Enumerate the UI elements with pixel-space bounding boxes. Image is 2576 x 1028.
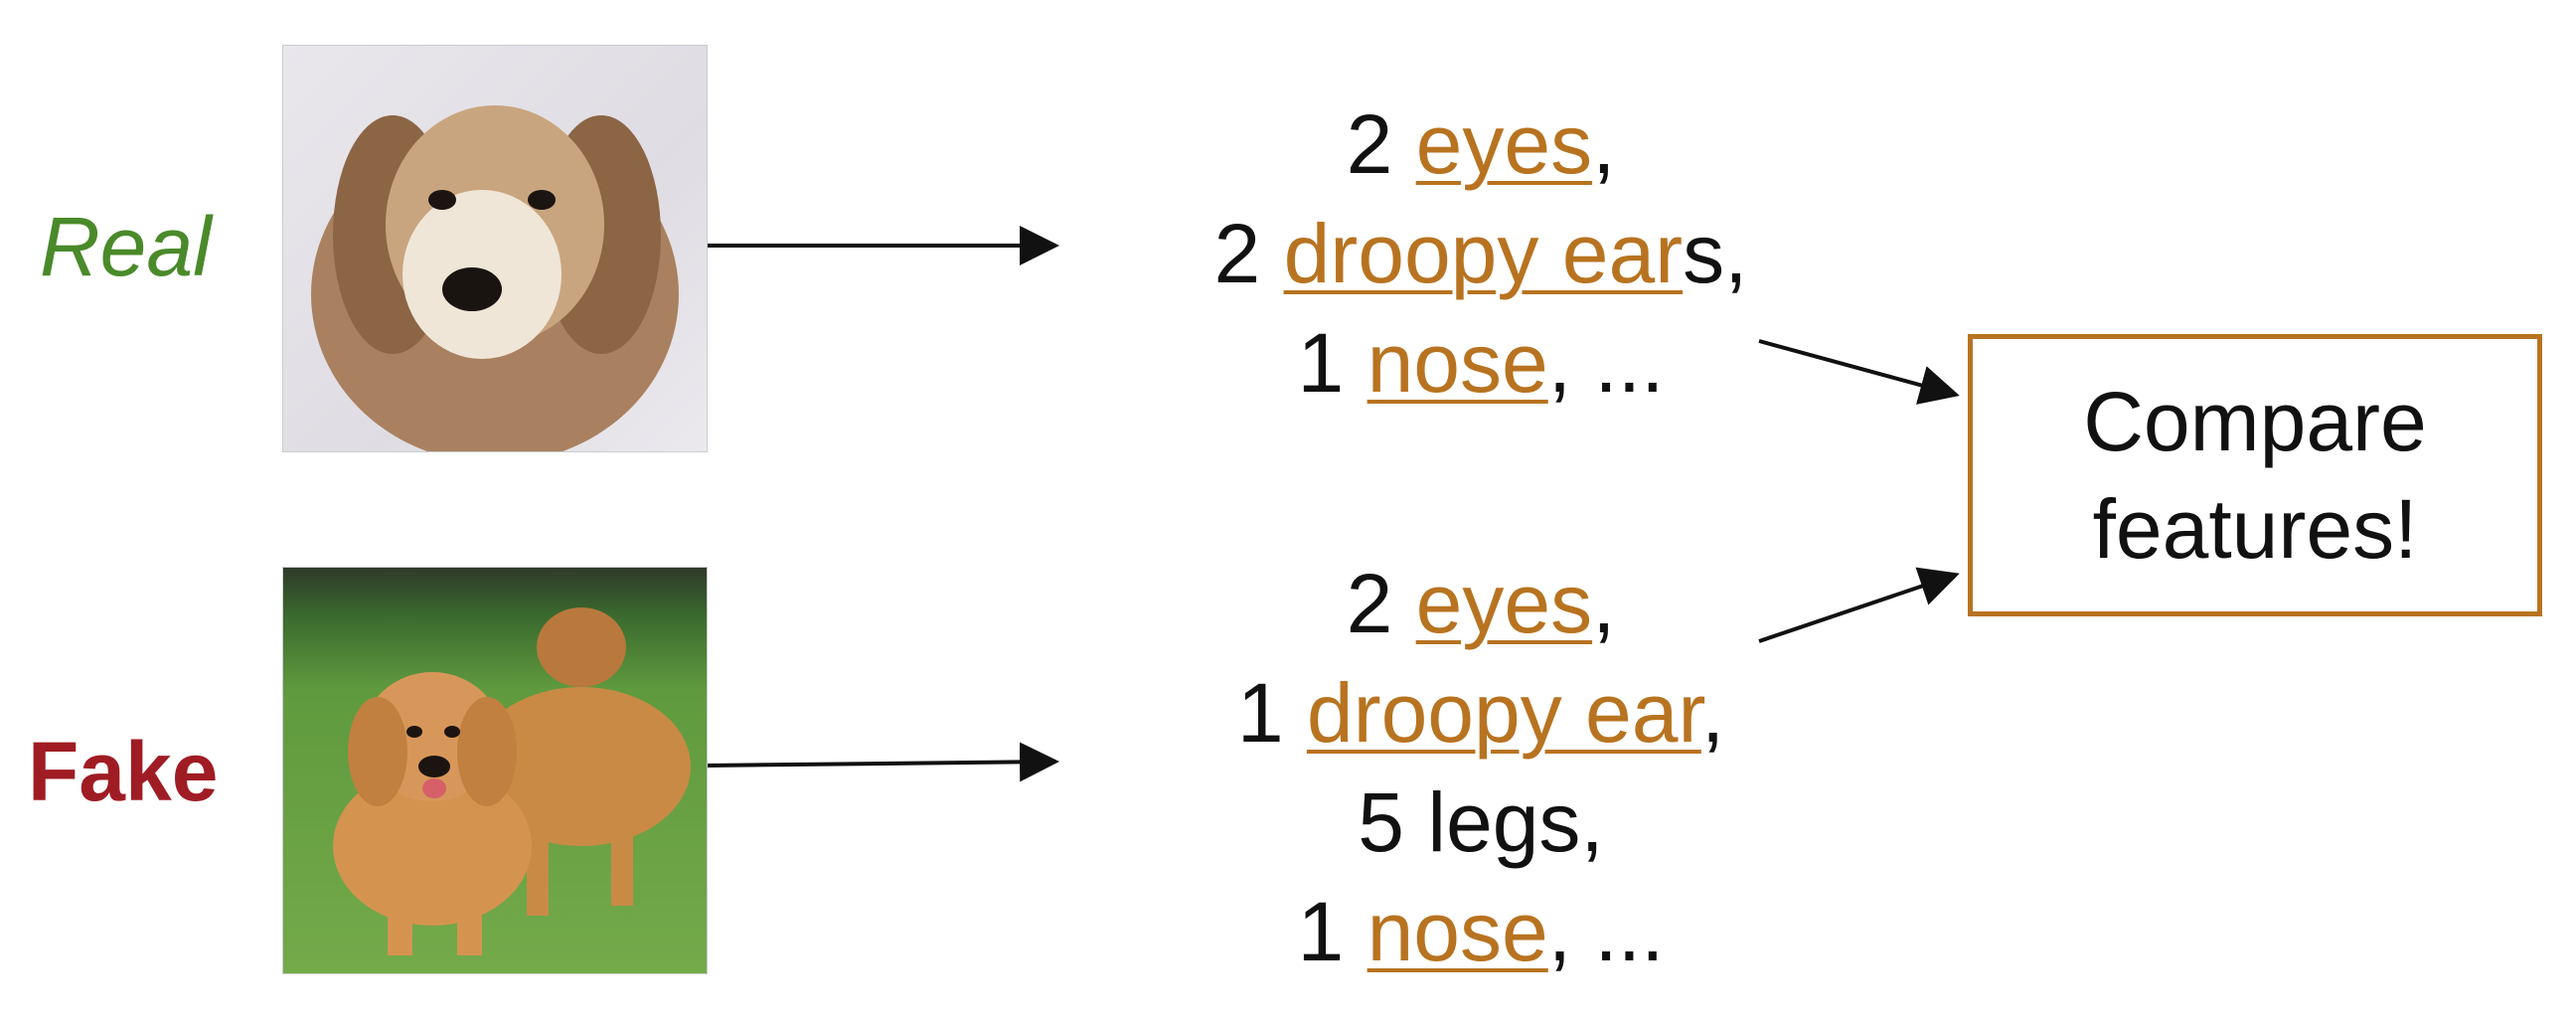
feature-suffix: legs, — [1427, 775, 1604, 869]
feature-suffix: , — [1700, 666, 1725, 760]
fake-arrow — [707, 742, 1059, 782]
feature-line: 5 legs, — [1073, 768, 1888, 877]
feature-count: 2 — [1213, 207, 1261, 300]
feature-count: 1 — [1297, 885, 1345, 978]
feature-count: 2 — [1346, 97, 1393, 191]
feature-suffix: s, — [1683, 207, 1748, 300]
fake-features-list: 2 eyes, 1 droopy ear, 5 legs, 1 nose, ..… — [1073, 549, 1888, 986]
feature-count: 1 — [1297, 316, 1345, 410]
real-label: Real — [40, 200, 212, 293]
feature-suffix: , ... — [1547, 316, 1665, 410]
feature-line: 2 droopy ears, — [1073, 199, 1888, 308]
feature-line: 1 droopy ear, — [1073, 658, 1888, 768]
feature-suffix: , — [1592, 557, 1616, 650]
compare-box-line-1: Compare — [2083, 375, 2427, 468]
compare-features-box: Compare features! — [1968, 334, 2542, 616]
feature-name: eyes — [1415, 557, 1593, 650]
feature-line: 2 eyes, — [1073, 89, 1888, 199]
feature-line: 1 nose, ... — [1073, 308, 1888, 418]
fake-dog-illustration — [333, 607, 691, 955]
feature-line: 2 eyes, — [1073, 549, 1888, 658]
feature-name: droopy ear — [1306, 666, 1701, 760]
feature-name: droopy ear — [1283, 207, 1684, 300]
real-dog-illustration — [311, 105, 679, 451]
feature-name: nose — [1367, 885, 1548, 978]
feature-suffix: , ... — [1547, 885, 1665, 978]
feature-name: eyes — [1415, 97, 1593, 191]
fake-label: Fake — [28, 725, 219, 818]
feature-count: 1 — [1236, 666, 1284, 760]
feature-name: nose — [1367, 316, 1548, 410]
real-features-list: 2 eyes, 2 droopy ears, 1 nose, ... — [1073, 89, 1888, 418]
compare-box-line-2: features! — [2092, 482, 2418, 576]
feature-count: 5 — [1358, 775, 1404, 869]
fake-dog-image — [282, 567, 708, 974]
real-dog-image — [282, 45, 708, 452]
feature-line: 1 nose, ... — [1073, 877, 1888, 986]
feature-count: 2 — [1346, 557, 1393, 650]
feature-suffix: , — [1592, 97, 1616, 191]
